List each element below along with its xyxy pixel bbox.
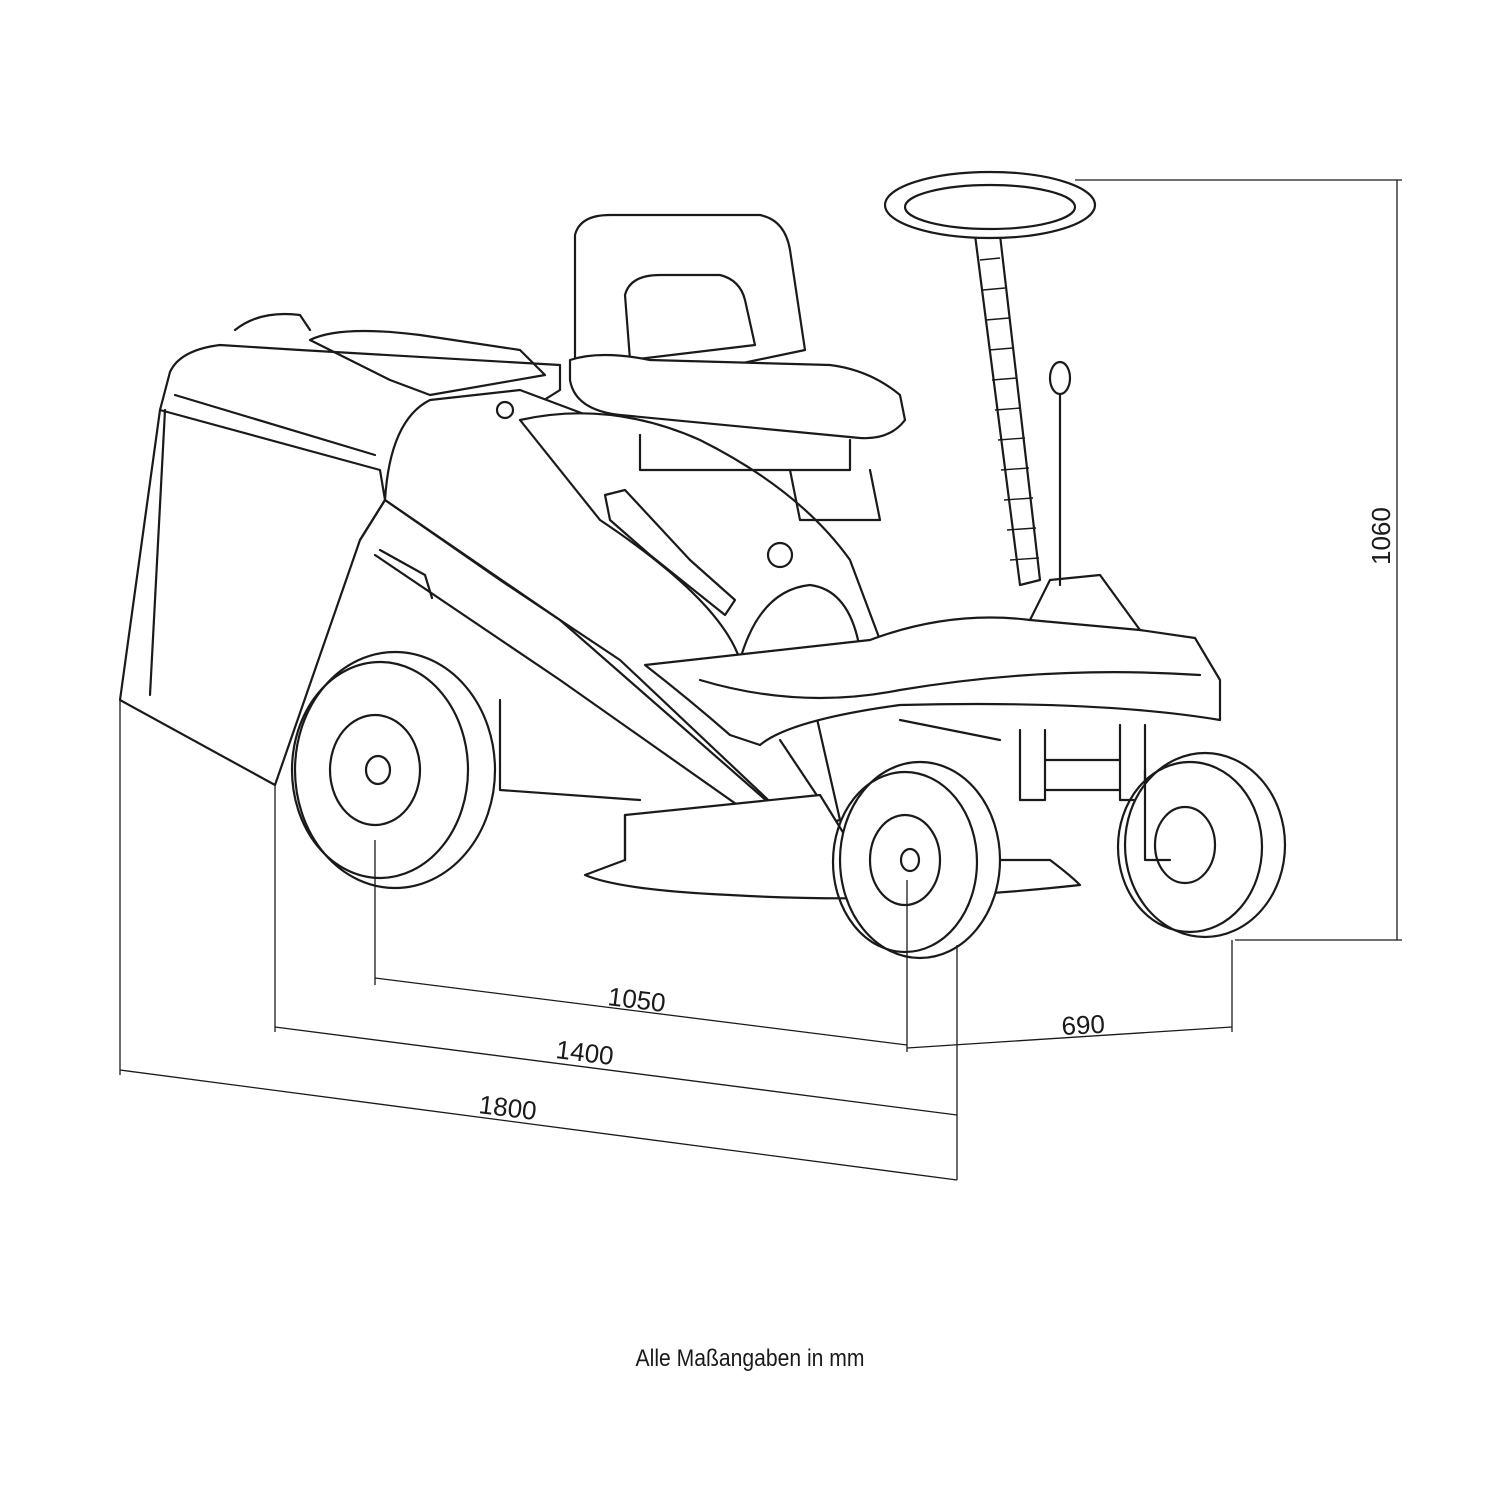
dim-label-track-width: 690	[1061, 1009, 1106, 1041]
front-left-wheel	[831, 760, 1002, 960]
steering-column	[973, 233, 1042, 587]
front-right-wheel	[1116, 751, 1287, 939]
steering-wheel	[883, 170, 1097, 240]
dim-label-length-1800: 1800	[477, 1089, 538, 1126]
dim-label-length-1400: 1400	[554, 1034, 615, 1071]
front-bumper	[643, 616, 1222, 747]
units-note: Alle Maßangaben in mm	[635, 1345, 865, 1372]
dimension-lines	[119, 179, 1402, 1181]
dim-label-wheelbase: 1050	[606, 981, 667, 1018]
rear-wheel	[290, 650, 497, 890]
dim-label-height: 1060	[1366, 507, 1396, 565]
seat-back	[573, 213, 807, 397]
mower-drawing	[118, 170, 1287, 960]
seat-cushion	[568, 353, 907, 440]
